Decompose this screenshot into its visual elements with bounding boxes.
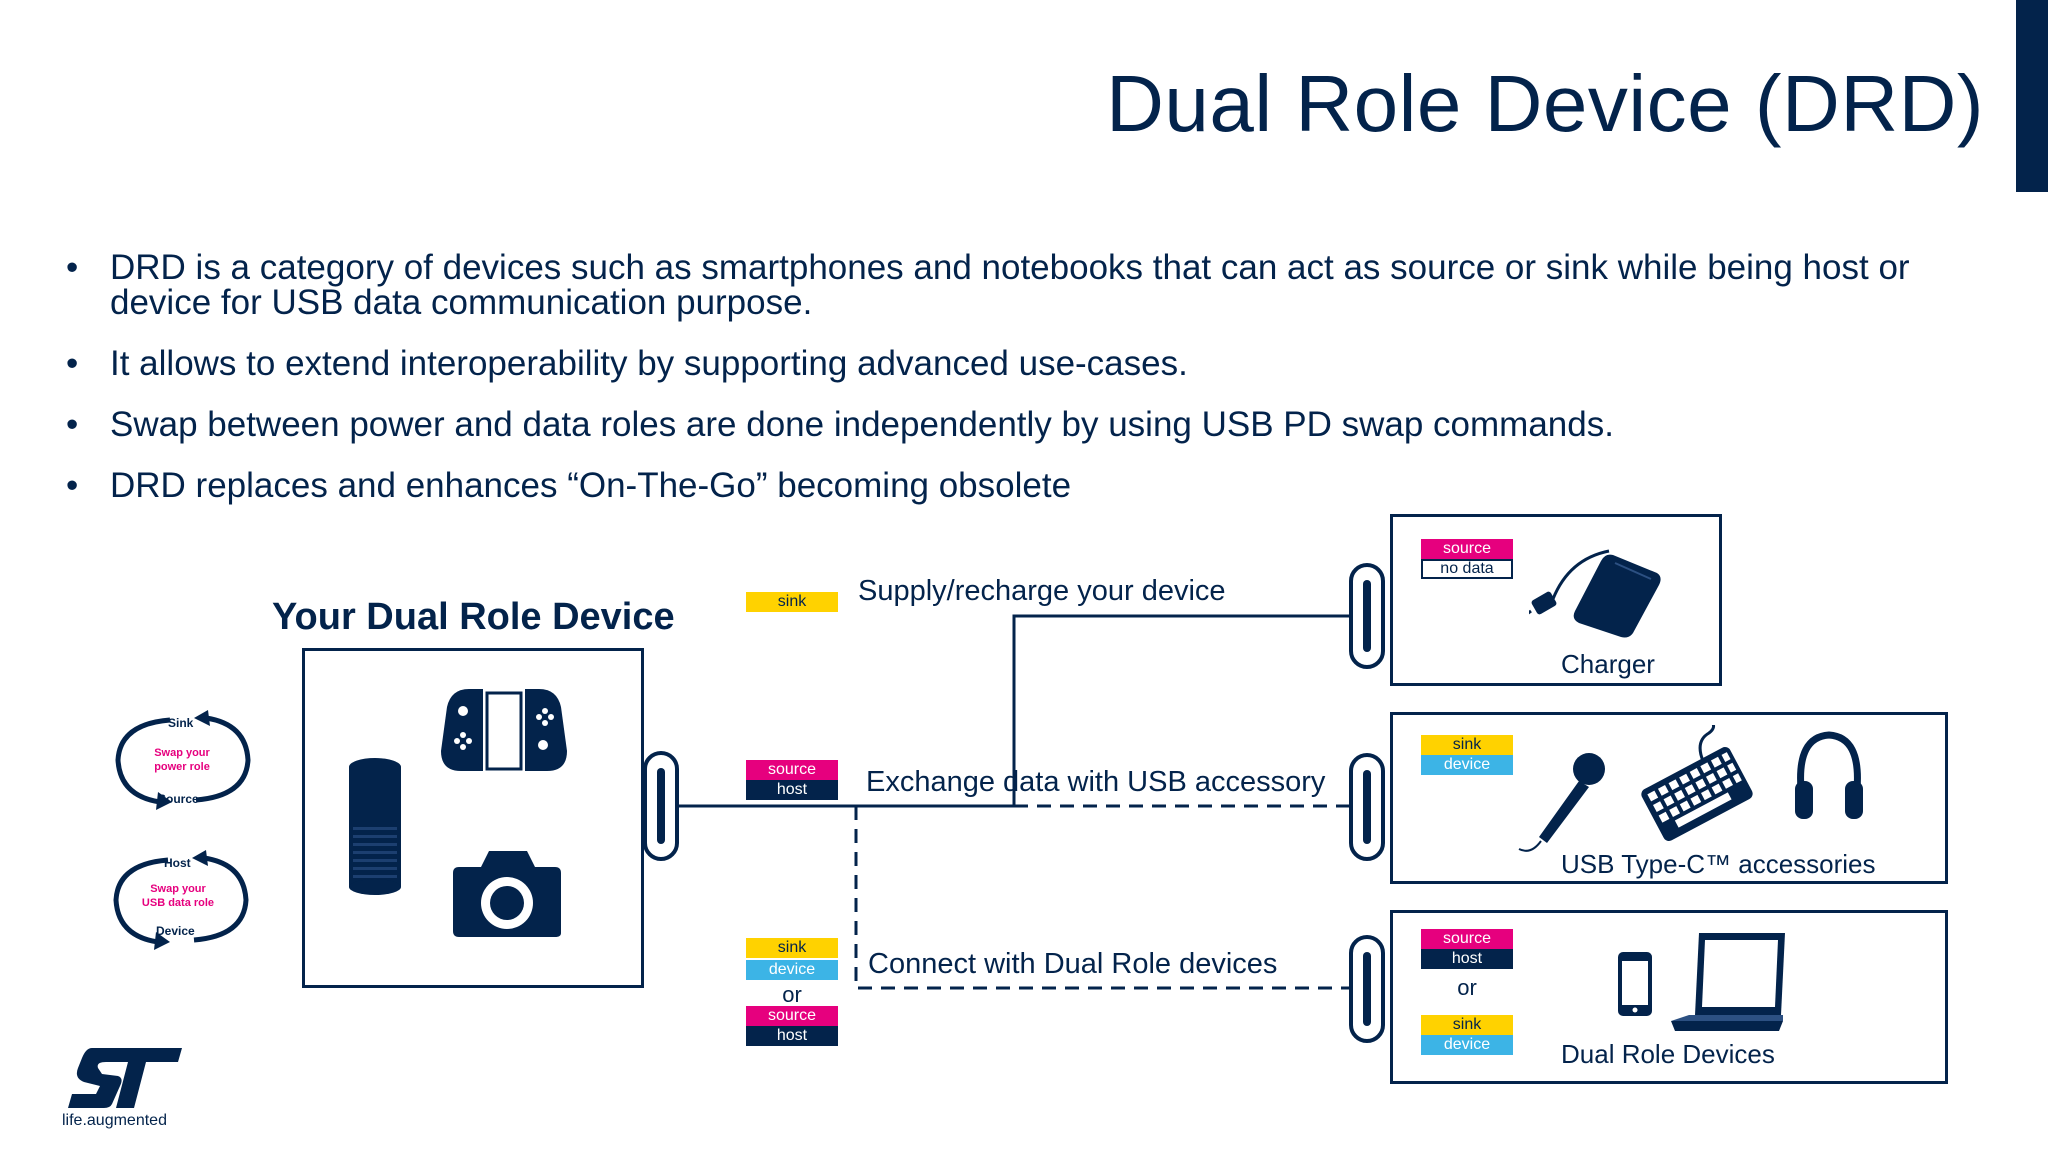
device-title: Your Dual Role Device <box>272 596 675 638</box>
tag-sink: sink <box>1421 1015 1513 1035</box>
tag-source: source <box>1421 539 1513 559</box>
bullet-item: DRD is a category of devices such as sma… <box>64 250 1964 320</box>
headphones-icon <box>1795 731 1863 819</box>
slide-title: Dual Role Device (DRD) <box>1106 59 1984 148</box>
bullet-item: Swap between power and data roles are do… <box>64 407 1964 442</box>
connect-line <box>854 806 1350 990</box>
usb-c-connector-icon <box>1349 563 1385 669</box>
power-swap-bottom-label: Source <box>158 792 199 806</box>
supply-line <box>678 614 1350 808</box>
tag-source: source <box>746 760 838 780</box>
tag-host: host <box>1421 949 1513 969</box>
data-swap-bottom-label: Device <box>156 924 195 938</box>
tag-device: device <box>1421 1035 1513 1055</box>
microphone-icon <box>1518 753 1605 852</box>
usb-c-connector-icon <box>1349 753 1385 861</box>
charger-icon <box>1529 549 1661 638</box>
keyboard-icon <box>1641 725 1753 841</box>
power-swap-label: Swap your power role <box>154 747 210 773</box>
tag-host: host <box>746 780 838 800</box>
brand-tagline: life.augmented <box>62 1112 167 1129</box>
or-text: or <box>782 982 802 1007</box>
corner-accent-bar <box>2016 0 2048 192</box>
dual-role-device-box <box>302 648 644 988</box>
charger-label: Charger <box>1561 649 1655 679</box>
tag-sink: sink <box>746 592 838 612</box>
bullet-item: It allows to extend interoperability by … <box>64 346 1964 381</box>
tag-host: host <box>746 1026 838 1046</box>
exchange-label: Exchange data with USB accessory <box>866 766 1326 798</box>
camera-icon <box>453 851 561 937</box>
bullet-list: DRD is a category of devices such as sma… <box>64 250 1964 529</box>
data-swap-label: Swap your USB data role <box>141 883 215 909</box>
laptop-icon <box>1671 933 1785 1031</box>
power-swap-arrows-icon <box>115 710 251 810</box>
tag-device: device <box>746 960 838 980</box>
dual-role-devices-label: Dual Role Devices <box>1561 1039 1775 1069</box>
usb-c-connector-icon <box>643 751 679 861</box>
smart-speaker-icon <box>349 758 401 895</box>
usb-c-connector-icon <box>1349 935 1385 1043</box>
supply-label: Supply/recharge your device <box>858 575 1226 607</box>
power-swap-top-label: Sink <box>168 716 194 730</box>
data-swap-arrows-icon <box>113 850 249 950</box>
bullet-item: DRD replaces and enhances “On-The-Go” be… <box>64 468 1964 503</box>
or-text: or <box>1457 975 1477 1000</box>
tag-source: source <box>746 1006 838 1026</box>
game-console-icon <box>441 689 567 771</box>
tag-sink: sink <box>746 938 838 958</box>
data-swap-top-label: Host <box>164 856 191 870</box>
accessories-box: sink device USB Type-C™ accessories <box>1390 712 1948 884</box>
tag-device: device <box>1421 755 1513 775</box>
accessories-label: USB Type-C™ accessories <box>1561 849 1876 879</box>
st-logo-icon <box>68 1048 182 1108</box>
dual-role-devices-box: source host or sink device Dual Role Dev… <box>1390 910 1948 1084</box>
charger-box: source no data Charger <box>1390 514 1722 686</box>
tag-sink: sink <box>1421 735 1513 755</box>
connect-label: Connect with Dual Role devices <box>868 948 1278 980</box>
tag-no-data: no data <box>1421 559 1513 579</box>
tag-source: source <box>1421 929 1513 949</box>
smartphone-icon <box>1618 952 1652 1016</box>
